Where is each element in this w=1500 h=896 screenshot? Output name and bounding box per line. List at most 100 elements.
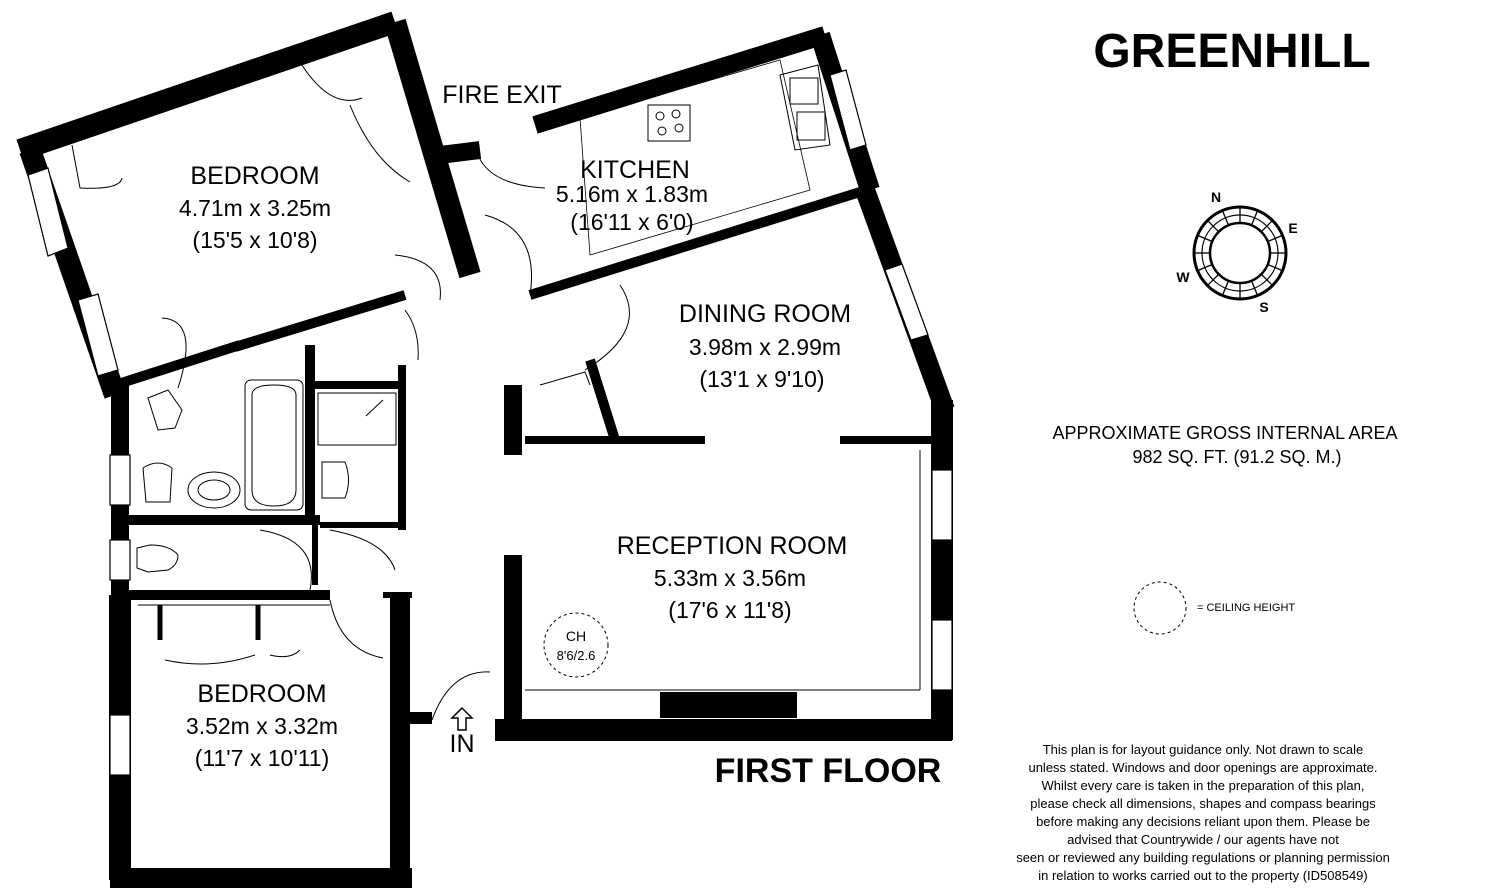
wall <box>16 11 399 161</box>
bedroom1-imperial: (15'5 x 10'8) <box>192 227 317 253</box>
wall <box>528 187 862 300</box>
compass-tick <box>1250 280 1259 296</box>
area-heading: APPROXIMATE GROSS INTERNAL AREA <box>1052 423 1397 443</box>
compass-s: S <box>1259 299 1268 315</box>
windows <box>27 69 953 776</box>
basin <box>197 479 231 501</box>
bedroom2-metric: 3.52m x 3.32m <box>186 713 338 739</box>
reception-name: RECEPTION ROOM <box>617 532 848 560</box>
door-swing <box>329 529 396 571</box>
reception-metric: 5.33m x 3.56m <box>654 565 806 591</box>
compass-tick <box>1221 210 1230 226</box>
compass-tick <box>1267 263 1283 272</box>
bathtub-inner <box>251 384 297 507</box>
door-swing <box>164 654 256 665</box>
kitchen-counter <box>579 59 811 256</box>
compass-w: W <box>1176 269 1190 285</box>
disclaimer-line: unless stated. Windows and door openings… <box>1028 760 1377 775</box>
kitchen-imperial: (16'11 x 6'0) <box>570 209 693 235</box>
kitchen-metric: 5.16m x 1.83m <box>556 181 708 207</box>
door-swing <box>584 284 630 371</box>
compass-ticks <box>1194 207 1286 299</box>
bedroom1-name: BEDROOM <box>190 162 319 190</box>
toilet <box>142 462 173 503</box>
hob-ring <box>671 109 681 119</box>
window <box>109 539 131 581</box>
compass-tick <box>1260 273 1273 286</box>
window <box>884 263 929 341</box>
door-swing <box>484 214 532 296</box>
legend-circle-icon <box>1133 581 1187 635</box>
compass-tick <box>1260 220 1273 233</box>
hob-ring <box>655 111 665 121</box>
bedroom1-metric: 4.71m x 3.25m <box>179 195 331 221</box>
shower-tray <box>317 392 397 446</box>
fire-exit-label: FIRE EXIT <box>442 81 561 109</box>
property-title: GREENHILL <box>1093 25 1370 78</box>
door-swing <box>477 154 546 189</box>
disclaimer-line: before making any decisions reliant upon… <box>1036 814 1370 829</box>
disclaimer-line: This plan is for layout guidance only. N… <box>1043 742 1364 757</box>
compass-tick <box>1197 234 1213 243</box>
wall <box>585 358 620 442</box>
window <box>109 454 131 506</box>
fixtures <box>136 59 921 691</box>
room-labels: BEDROOM 4.71m x 3.25m (15'5 x 10'8) KITC… <box>179 81 851 771</box>
window <box>27 167 69 257</box>
kitchen-name: KITCHEN <box>580 156 690 184</box>
disclaimer: This plan is for layout guidance only. N… <box>1016 742 1390 883</box>
disclaimer-line: please check all dimensions, shapes and … <box>1030 796 1376 811</box>
window <box>931 619 953 691</box>
compass-inner <box>1208 221 1272 285</box>
wall <box>233 290 407 352</box>
compass-tick <box>1207 273 1220 286</box>
toilet <box>136 544 179 573</box>
wall <box>438 141 482 164</box>
door-swing <box>329 599 384 659</box>
ceiling-label: CH <box>566 628 586 644</box>
door-swing <box>394 254 441 301</box>
hob-ring <box>674 123 684 133</box>
compass-tick <box>1197 263 1213 272</box>
disclaimer-line: in relation to works carried out to the … <box>1038 868 1368 883</box>
disclaimer-line: seen or reviewed any building regulation… <box>1016 850 1390 865</box>
door-swing <box>71 144 123 189</box>
door-swing <box>404 309 419 361</box>
dining-name: DINING ROOM <box>679 300 851 328</box>
ceiling-value: 8'6/2.6 <box>557 648 596 663</box>
hob-ring <box>657 126 667 136</box>
compass-tick <box>1221 280 1230 296</box>
entrance-label: IN <box>450 730 475 758</box>
legend-ceiling-text: = CEILING HEIGHT <box>1197 602 1295 614</box>
toilet <box>147 389 183 431</box>
compass-n: N <box>1211 189 1221 205</box>
door-swing <box>259 529 312 591</box>
door-swings <box>71 61 630 721</box>
wall <box>436 169 469 276</box>
basin <box>187 471 241 509</box>
legend: = CEILING HEIGHT <box>1133 581 1295 635</box>
hob <box>647 104 691 142</box>
bathtub <box>244 379 304 511</box>
compass-e: E <box>1288 220 1297 236</box>
disclaimer-line: Whilst every care is taken in the prepar… <box>1042 778 1365 793</box>
window <box>931 469 953 541</box>
door-swing <box>349 104 411 183</box>
door-swing <box>431 671 491 721</box>
sink-bowl <box>789 77 819 105</box>
sink <box>779 64 831 151</box>
ceiling-height-marker: CH 8'6/2.6 <box>543 612 609 678</box>
door-swing <box>269 649 301 658</box>
reception-imperial: (17'6 x 11'8) <box>668 597 791 623</box>
bedroom2-imperial: (11'7 x 10'11) <box>195 745 330 771</box>
compass-tick <box>1250 210 1259 226</box>
door-swing <box>299 61 363 101</box>
dining-metric: 3.98m x 2.99m <box>689 334 841 360</box>
dining-imperial: (13'1 x 9'10) <box>699 366 824 392</box>
compass-tick <box>1207 220 1220 233</box>
sink-bowl <box>796 111 826 141</box>
door-swing <box>539 371 591 386</box>
bedroom2-name: BEDROOM <box>197 680 326 708</box>
window <box>109 714 131 776</box>
